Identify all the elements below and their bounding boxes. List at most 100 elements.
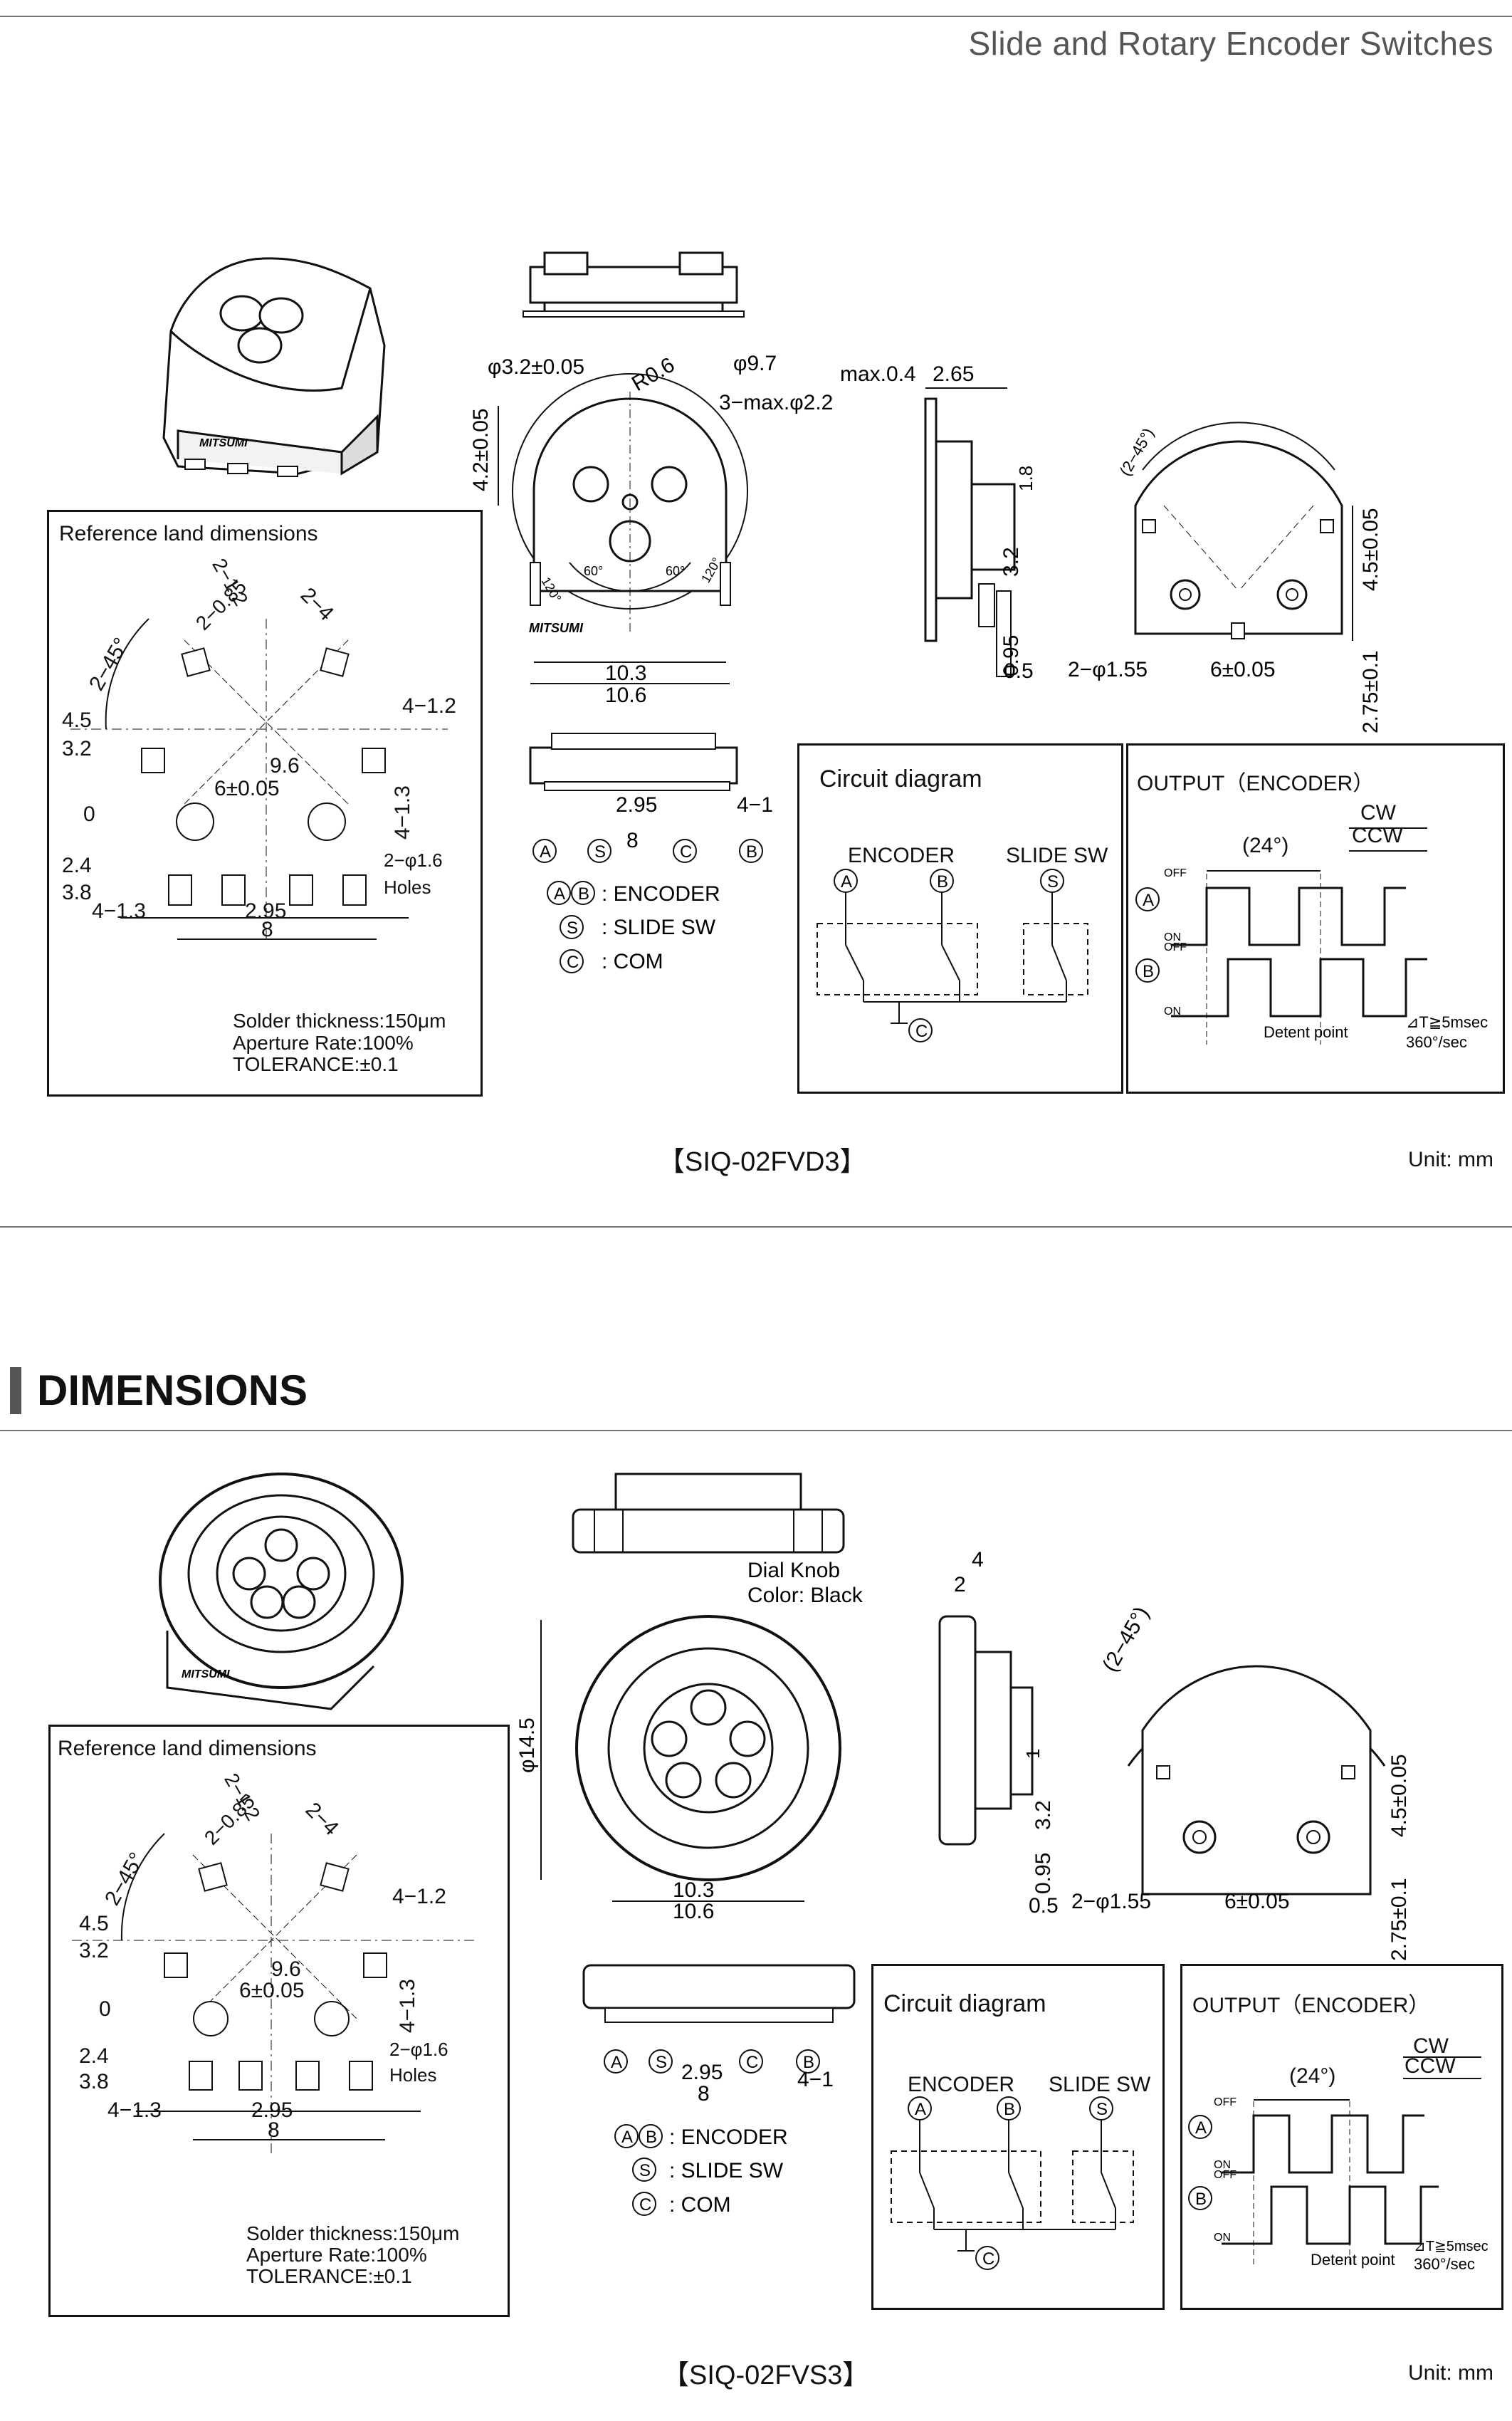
fvd3-dim-phi97: φ9.7 xyxy=(733,352,777,375)
fvs3-land-2-95: 2.95 xyxy=(251,2098,293,2122)
fvd3-output-title: OUTPUT（ENCODER） xyxy=(1137,772,1375,795)
fvs3-legend-com: : COM xyxy=(669,2193,731,2217)
fvd3-land-2-95: 2.95 xyxy=(245,899,287,923)
fvd3-aperture: Aperture Rate:100% xyxy=(233,1032,414,1054)
fvs3-circuit-pin-s: S xyxy=(1096,2100,1108,2119)
fvd3-angle-60-left: 60° xyxy=(584,564,603,578)
fvd3-output-pin-a: A xyxy=(1143,891,1154,910)
fvs3-output-off-b: OFF xyxy=(1214,2169,1237,2181)
fvs3-pin-b: B xyxy=(803,2053,814,2072)
fvd3-output-dt: ⊿T≧5msec xyxy=(1406,1013,1488,1031)
fvs3-circuit-box: Circuit diagram ENCODER SLIDE SW A B S C xyxy=(871,1964,1165,2310)
fvd3-circuit-pin-c: C xyxy=(915,1022,928,1041)
fvs3-output-detent: Detent point xyxy=(1311,2251,1395,2269)
fvd3-output-box: OUTPUT（ENCODER） CW CCW (24°) A B OFF ON … xyxy=(1126,743,1505,1094)
fvs3-dim-6: 6±0.05 xyxy=(1224,1890,1290,1913)
section-title-rule xyxy=(0,1430,1512,1431)
fvd3-pin-b: B xyxy=(746,842,757,862)
fvd3-dim-phi32: φ3.2±0.05 xyxy=(488,355,584,379)
fvd3-output-off-a: OFF xyxy=(1164,867,1187,879)
fvd3-legend-com: : COM xyxy=(602,950,663,973)
fvs3-dim-4-5: 4.5±0.05 xyxy=(1387,1754,1411,1837)
fvd3-output-on-a: ON xyxy=(1164,931,1181,943)
fvs3-circuit-pin-a: A xyxy=(915,2100,926,2119)
fvs3-dim-0-5: 0.5 xyxy=(1029,1894,1059,1918)
fvd3-land-holes: 2−φ1.6 xyxy=(384,849,443,871)
fvd3-pin-c: C xyxy=(680,842,692,862)
fvd3-land-title: Reference land dimensions xyxy=(59,522,318,545)
fvd3-legend-slide: : SLIDE SW xyxy=(602,916,716,939)
fvs3-caption: 【SIQ-02FVS3】 xyxy=(662,2360,870,2390)
fvs3-land-y0: 0 xyxy=(99,1997,111,2021)
fvs3-dim-4: 4 xyxy=(972,1548,984,1572)
fvd3-output-rate: 360°/sec xyxy=(1406,1033,1467,1051)
fvd3-circuit-pin-b: B xyxy=(937,872,948,891)
fvd3-circuit-encoder: ENCODER xyxy=(848,844,955,867)
fvd3-dim-2phi155: 2−φ1.55 xyxy=(1068,658,1148,681)
fvs3-land-drawing xyxy=(72,1833,478,2154)
fvd3-dim-3-2: 3.2 xyxy=(999,547,1023,577)
fvs3-circuit-encoder: ENCODER xyxy=(908,2073,1015,2096)
fvs3-top-elevation xyxy=(572,1473,845,1554)
fvs3-front-view: Dial Knob Color: Black φ14.5 10.3 10.6 xyxy=(515,1559,863,1923)
fvs3-circuit-slide: SLIDE SW xyxy=(1049,2073,1151,2096)
fvs3-dim-10-3: 10.3 xyxy=(673,1878,714,1902)
fvd3-legend-a: A xyxy=(554,884,565,904)
fvs3-circuit-title: Circuit diagram xyxy=(883,1990,1046,2017)
fvd3-dim-2-75: 2.75±0.1 xyxy=(1359,650,1382,733)
fvd3-dim-10-3: 10.3 xyxy=(605,662,646,685)
fvd3-land-box: Reference land dimensions 2−45° 2−0.85 2… xyxy=(47,510,483,1097)
fvs3-output-dt: ⊿T≧5msec xyxy=(1414,2239,1489,2254)
fvd3-land-y0: 0 xyxy=(83,802,95,826)
fvd3-circuit-slide: SLIDE SW xyxy=(1006,844,1108,867)
fvs3-iso-brand: MITSUMI xyxy=(182,1668,230,1680)
fvs3-land-4-13: 4−1.3 xyxy=(107,2098,162,2122)
fvs3-output-on-b: ON xyxy=(1214,2232,1231,2244)
fvs3-bottom-view: A S C B 2.95 8 4−1 A B : ENCODER S : SLI… xyxy=(582,1964,856,2217)
fvs3-output-rate: 360°/sec xyxy=(1414,2255,1475,2273)
fvd3-pin-s: S xyxy=(594,842,606,862)
fvs3-dim-8: 8 xyxy=(698,2082,710,2106)
fvd3-land-9-6: 9.6 xyxy=(270,754,300,778)
fvd3-dim-6: 6±0.05 xyxy=(1210,658,1276,681)
fvs3-land-holes: 2−φ1.6 xyxy=(389,2039,448,2060)
fvd3-tolerance: TOLERANCE:±0.1 xyxy=(233,1053,399,1075)
fvd3-dim-2-45: (2−45°) xyxy=(1116,425,1157,479)
fvs3-land-y45: 4.5 xyxy=(79,1912,109,1935)
fvd3-output-detent: Detent point xyxy=(1264,1023,1348,1041)
fvd3-land-y38: 3.8 xyxy=(62,881,92,904)
fvs3-legend-s: S xyxy=(639,2161,651,2180)
fvd3-land-4-12: 4−1.2 xyxy=(402,694,456,718)
fvd3-dim-max04: max.0.4 xyxy=(840,362,916,386)
section-title: DIMENSIONS xyxy=(10,1366,308,1415)
fvs3-land-box: Reference land dimensions 2−45° 2−0.85 2… xyxy=(48,1725,510,2317)
fvd3-pin-a: A xyxy=(540,842,551,862)
fvd3-dim-4-2: 4.2±0.05 xyxy=(469,408,493,491)
fvs3-land-y32: 3.2 xyxy=(79,1939,109,1962)
fvs3-back-view: (2−45°) 2−φ1.55 6±0.05 4.5±0.05 2.75±0.1 xyxy=(1071,1603,1411,1961)
fvs3-dim-4-1: 4−1 xyxy=(797,2068,834,2091)
fvs3-land-4-12: 4−1.2 xyxy=(392,1885,446,1908)
fvd3-land-4-13-v: 4−1.3 xyxy=(391,785,414,840)
fvd3-legend-b: B xyxy=(578,884,589,904)
fvd3-output-pin-b: B xyxy=(1143,962,1154,981)
fvs3-land-holes-label: Holes xyxy=(389,2064,437,2086)
fvd3-side-view: max.0.4 2.65 1.8 3.2 0.95 0.5 xyxy=(840,362,1036,683)
fvs3-land-6: 6±0.05 xyxy=(239,1979,305,2002)
fvs3-solder: Solder thickness:150μm xyxy=(246,2222,460,2244)
fvd3-output-cw: CW xyxy=(1360,801,1396,825)
fvd3-legend-s: S xyxy=(567,919,578,938)
section-rule xyxy=(0,1226,1512,1228)
fvs3-output-pin-b: B xyxy=(1195,2190,1207,2209)
fvs3-circuit-pin-c: C xyxy=(982,2249,994,2269)
fvd3-output-on-b: ON xyxy=(1164,1005,1181,1018)
fvs3-aperture: Aperture Rate:100% xyxy=(246,2244,427,2266)
fvs3-dim-2: 2 xyxy=(954,1573,966,1596)
fvd3-angle-60-right: 60° xyxy=(666,564,685,578)
fvd3-land-4-13: 4−1.3 xyxy=(92,899,146,923)
fvs3-output-box: OUTPUT（ENCODER） CW CCW (24°) A B OFF ON … xyxy=(1180,1964,1503,2310)
fvd3-output-deg: (24°) xyxy=(1242,834,1289,857)
fvs3-dim-0-95: 0.95 xyxy=(1031,1853,1055,1894)
fvs3-legend-c: C xyxy=(639,2195,651,2215)
fvd3-land-y24: 2.4 xyxy=(62,854,92,877)
